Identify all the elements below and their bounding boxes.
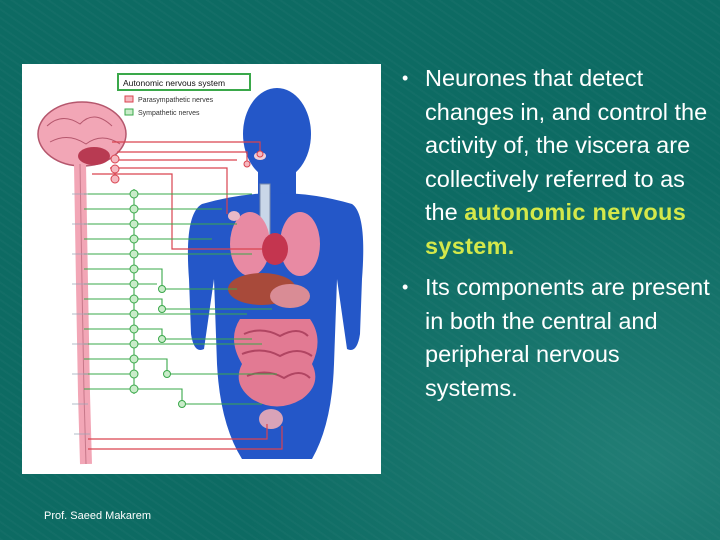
legend-title: Autonomic nervous system bbox=[123, 78, 225, 88]
organs bbox=[228, 152, 320, 429]
bullet-dot-icon: • bbox=[402, 277, 409, 297]
eye-gland bbox=[228, 211, 240, 221]
bullet-text: Its components are present in both the c… bbox=[425, 274, 710, 401]
heart bbox=[262, 233, 288, 265]
anatomy-diagram: Autonomic nervous system Parasympathetic… bbox=[37, 73, 364, 465]
bullet-item: • Neurones that detect changes in, and c… bbox=[392, 62, 712, 263]
bladder bbox=[259, 409, 283, 429]
legend-title-box bbox=[117, 73, 251, 91]
stomach bbox=[270, 284, 310, 308]
bullet-list: • Neurones that detect changes in, and c… bbox=[392, 62, 712, 413]
bullet-text: Neurones that detect changes in, and con… bbox=[425, 65, 708, 225]
parasympathetic-nerves bbox=[88, 141, 283, 450]
autonomic-nervous-system-figure: Autonomic nervous system Parasympathetic… bbox=[22, 64, 381, 474]
bullet-item: • Its components are present in both the… bbox=[392, 271, 712, 405]
right-lung bbox=[280, 212, 320, 276]
legend-para-label: Parasympathetic nerves bbox=[138, 97, 214, 104]
author-footer: Prof. Saeed Makarem bbox=[44, 510, 151, 522]
highlight-term: autonomic nervous system. bbox=[425, 199, 687, 259]
legend-symp-swatch bbox=[124, 108, 134, 116]
legend-symp-label: Sympathetic nerves bbox=[138, 110, 200, 117]
brain bbox=[37, 101, 127, 167]
legend-para-swatch bbox=[124, 95, 134, 103]
bullet-dot-icon: • bbox=[402, 68, 409, 88]
left-lung bbox=[230, 212, 270, 276]
intestines bbox=[233, 319, 318, 407]
